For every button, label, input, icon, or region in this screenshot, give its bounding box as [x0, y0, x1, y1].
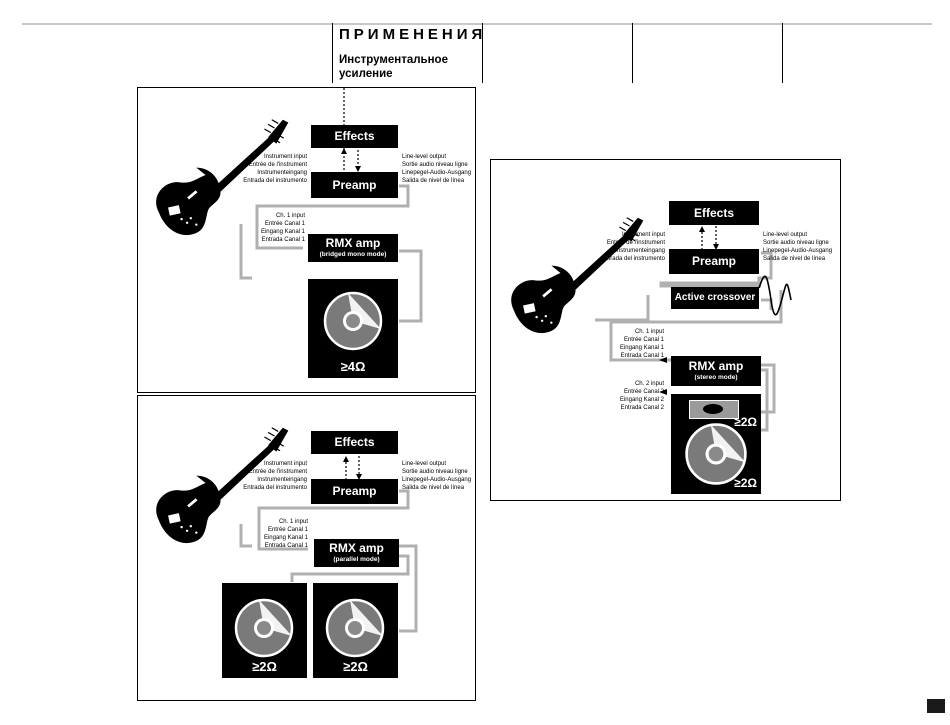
- impedance-label: ≥2Ω: [734, 476, 757, 490]
- diagram-parallel: Effects Preamp Instrument input Entrée d…: [137, 395, 476, 701]
- ch1-input-label: Ch. 1 input Entrée Canal 1 Eingang Kanal…: [263, 519, 308, 549]
- instrument-input-label: Instrument input Entrée de l'instrument …: [243, 154, 307, 184]
- speaker-cabinet-icon: ≥2Ω: [313, 583, 398, 678]
- ch1-input-label: Ch. 1 input Entrée Canal 1 Eingang Kanal…: [619, 329, 664, 359]
- rmx-amp-label: RMX amp: [688, 359, 744, 373]
- wiring: [155, 88, 423, 348]
- line-output-label: Line-level output Sortie audio niveau li…: [402, 154, 472, 184]
- speaker-cabinet-icon: ≥4Ω: [308, 279, 398, 378]
- wiring: [510, 217, 792, 432]
- rmx-amp-box: RMX amp (stereo mode): [671, 356, 761, 386]
- preamp-box: Preamp: [669, 249, 759, 274]
- ch2-input-label: Ch. 2 input Entrée Canal 2 Eingang Kanal…: [619, 381, 664, 411]
- rmx-amp-box: RMX amp (bridged mono mode): [308, 234, 398, 262]
- effects-box: Effects: [311, 125, 398, 148]
- diagram-bridged-mono: Effects Preamp Instrument input Entrée d…: [137, 87, 476, 393]
- header-rule: [22, 23, 932, 25]
- line-output-label: Line-level output Sortie audio niveau li…: [402, 461, 472, 491]
- speaker-cabinet-icon: ≥2Ω ≥2Ω: [671, 394, 761, 494]
- rmx-amp-label: RMX amp: [329, 541, 384, 555]
- speaker-cabinet-icon: ≥2Ω: [222, 583, 307, 678]
- preamp-box: Preamp: [311, 172, 398, 198]
- section-title: ПРИМЕНЕНИЯ: [339, 26, 487, 43]
- column-divider: [632, 23, 633, 83]
- diagram-stereo-crossover: Effects Preamp Active crossover Instrume…: [490, 159, 841, 501]
- tweeter-icon: [689, 400, 739, 419]
- instrument-input-label: Instrument input Entrée de l'instrument …: [601, 232, 665, 262]
- impedance-label: ≥4Ω: [340, 359, 366, 374]
- column-divider: [332, 23, 333, 83]
- wiring: [155, 427, 418, 633]
- amp-mode-label: (bridged mono mode): [319, 251, 387, 258]
- rmx-amp-label: RMX amp: [325, 236, 381, 250]
- column-divider: [482, 23, 483, 83]
- ch1-input-label: Ch. 1 input Entrée Canal 1 Eingang Kanal…: [260, 213, 305, 243]
- line-output-label: Line-level output Sortie audio niveau li…: [763, 232, 833, 262]
- crossover-box: Active crossover: [671, 287, 759, 309]
- effects-box: Effects: [311, 431, 398, 454]
- impedance-label: ≥2Ω: [252, 659, 277, 674]
- page-marker: [927, 699, 945, 713]
- impedance-label: ≥2Ω: [734, 415, 757, 429]
- preamp-box: Preamp: [311, 479, 398, 504]
- amp-mode-label: (parallel mode): [333, 556, 380, 563]
- effects-box: Effects: [669, 201, 759, 225]
- amp-mode-label: (stereo mode): [694, 374, 738, 381]
- section-subtitle: Инструментальное усиление: [339, 54, 448, 80]
- impedance-label: ≥2Ω: [343, 659, 368, 674]
- rmx-amp-box: RMX amp (parallel mode): [314, 539, 399, 567]
- column-divider: [782, 23, 783, 83]
- instrument-input-label: Instrument input Entrée de l'instrument …: [243, 461, 307, 491]
